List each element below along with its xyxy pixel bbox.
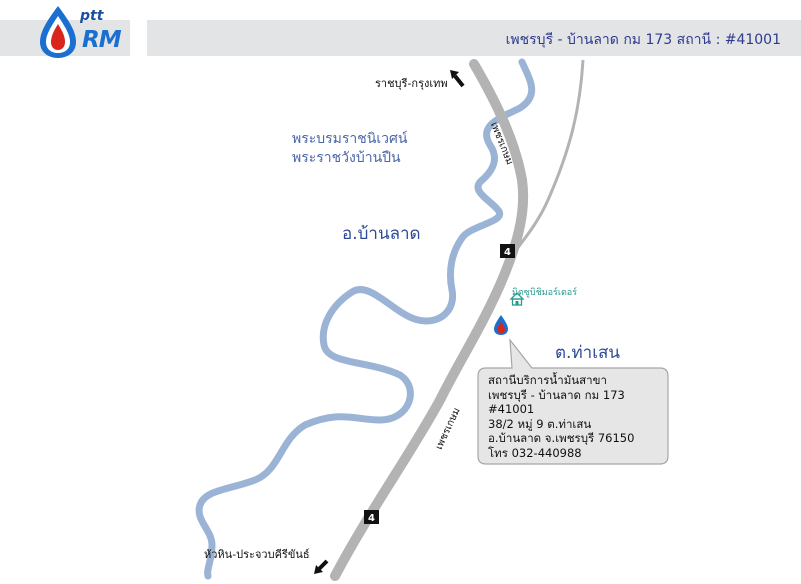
route-shield-north xyxy=(500,244,515,258)
arrow-north-icon xyxy=(450,70,465,88)
house-icon xyxy=(509,292,525,306)
station-info-line: สถานีบริการน้ำมันสาขา xyxy=(488,373,607,387)
ptt-drop-logo-icon xyxy=(40,6,76,58)
station-info-line: #41001 xyxy=(488,402,535,417)
page-title: เพชรบุรี - บ้านลาด กม 173 สถานี : #41001 xyxy=(505,32,781,48)
direction-north-label: ราชบุรี-กรุงเทพ xyxy=(375,77,448,90)
palace-label: พระบรมราชนิเวศน์ พระราชวังบ้านปืน xyxy=(292,130,407,168)
arrow-south-icon xyxy=(314,559,329,574)
highway-phetkasem xyxy=(330,59,529,581)
logo-rm-text: RM xyxy=(82,27,122,53)
station-info: สถานีบริการน้ำมันสาขา เพชรบุรี - บ้านลาด… xyxy=(488,373,634,461)
route-shield-south xyxy=(364,510,379,524)
subdistrict-label: ต.ท่าเสน xyxy=(555,343,621,363)
info-callout xyxy=(477,338,669,465)
station-marker-icon xyxy=(494,315,508,335)
station-info-line: โทร 032-440988 xyxy=(488,445,582,460)
palace-line1: พระบรมราชนิเวศน์ xyxy=(292,131,408,147)
palace-line2: พระราชวังบ้านปืน xyxy=(292,150,401,166)
route-number-south: 4 xyxy=(368,513,375,524)
river xyxy=(195,58,536,580)
logo-ptt-text: ptt xyxy=(80,8,104,24)
station-info-line: อ.บ้านลาด จ.เพชรบุรี 76150 xyxy=(488,431,635,446)
poi-label: มิตซูบิชิมอร์เตอร์ xyxy=(512,288,578,298)
station-info-line: เพชรบุรี - บ้านลาด กม 173 xyxy=(488,387,625,402)
direction-south-label: หัวหิน-ประจวบคีรีขันธ์ xyxy=(204,548,310,561)
header-bar xyxy=(147,20,801,56)
route-number-north: 4 xyxy=(504,247,511,258)
branch-road xyxy=(514,59,585,251)
district-label: อ.บ้านลาด xyxy=(342,224,421,244)
station-info-line: 38/2 หมู่ 9 ต.ท่าเสน xyxy=(488,416,592,431)
